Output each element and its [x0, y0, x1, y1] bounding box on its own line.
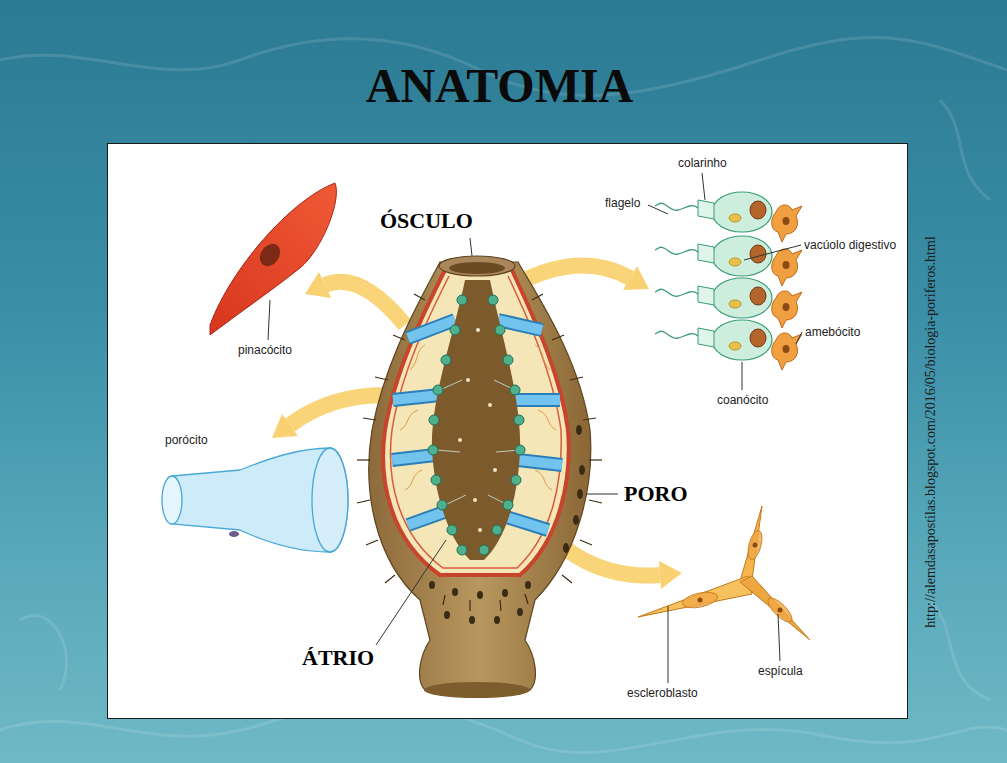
cell-label: coanócito	[716, 393, 769, 407]
pointer-arrows	[272, 266, 682, 589]
cell-label: escleroblasto	[626, 686, 699, 700]
cell-label: pinacócito	[237, 343, 293, 357]
cell-label: flagelo	[604, 196, 641, 210]
sponge-body	[357, 256, 602, 698]
water-caustics	[0, 38, 1007, 753]
cell-label: espícula	[757, 664, 804, 678]
slide-title: ANATOMIA	[0, 62, 1003, 110]
pinacocyte-cell	[210, 183, 336, 335]
choanocyte-cells	[655, 192, 802, 370]
part-label: PORO	[621, 481, 691, 506]
spicule	[638, 506, 810, 640]
part-label: ÁTRIO	[299, 645, 377, 670]
cell-label: amebócito	[804, 325, 861, 339]
part-label: ÓSCULO	[377, 208, 476, 233]
porocyte-cell	[162, 448, 348, 552]
source-url: http://alemdasapostilas.blogspot.com/201…	[924, 236, 938, 628]
cell-label: colarinho	[677, 156, 728, 170]
cell-label: porócito	[164, 433, 209, 447]
figure-panel	[108, 144, 908, 719]
leader-lines	[268, 173, 802, 683]
cell-label: vacúolo digestivo	[803, 238, 897, 252]
